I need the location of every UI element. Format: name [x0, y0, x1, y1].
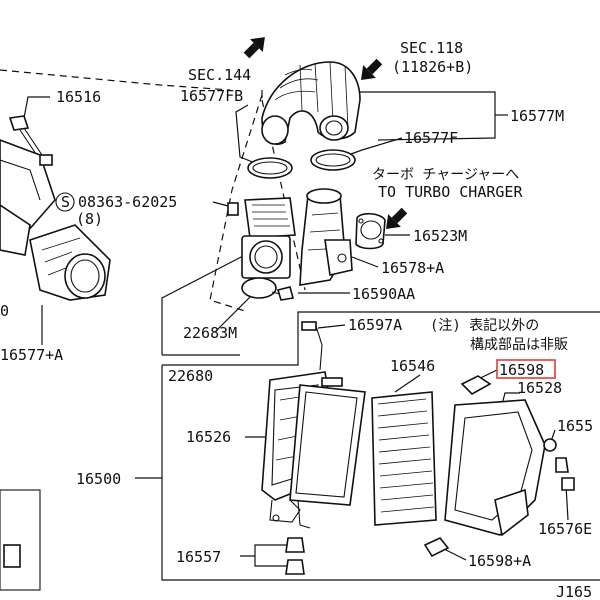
label-16546: 16546 — [390, 357, 435, 375]
arrow-sec118 — [361, 58, 383, 80]
arrows — [243, 37, 408, 229]
label-16528: 16528 — [517, 379, 562, 397]
label-bolt-code: 08363-62025 — [78, 193, 177, 211]
label-16590aa: 16590AA — [352, 285, 415, 303]
label-22683m: 22683M — [183, 324, 237, 342]
label-note-line1: (注) 表記以外の — [430, 317, 539, 334]
label-16523m: 16523M — [413, 227, 467, 245]
left-elbow-drawing — [0, 139, 111, 301]
clamps-drawing — [247, 149, 356, 179]
highlight-box-16598 — [496, 359, 556, 379]
label-16598a: 16598+A — [468, 552, 531, 570]
label-16577fb: 16577FB — [180, 87, 243, 105]
upper-intake-hose-drawing — [261, 61, 361, 145]
label-footer: J165 — [556, 583, 592, 600]
label-turbo-jp: ターボ チャージャーへ — [372, 167, 519, 183]
filter-element-drawing — [371, 391, 437, 526]
bolt-16590aa-drawing — [271, 286, 295, 301]
bolt-symbol — [55, 192, 75, 212]
inset-box — [0, 489, 41, 591]
grommets-drawing — [285, 537, 305, 575]
clip-16597a-drawing — [301, 321, 323, 371]
label-left-zero: 0 — [0, 302, 9, 320]
label-bolt-symbol: S — [61, 193, 70, 211]
label-sec118-sub: (11826+B) — [392, 58, 473, 76]
label-16598[interactable]: 16598 — [499, 361, 544, 379]
label-16577f: 16577F — [404, 129, 458, 147]
clip-16598a-drawing — [423, 537, 450, 558]
arrow-sec144 — [243, 37, 265, 59]
label-22680: 22680 — [168, 367, 213, 385]
label-1655-partial: 1655 — [557, 417, 593, 435]
label-sec118: SEC.118 — [400, 39, 463, 57]
air-cleaner-upper-case-drawing — [444, 399, 575, 537]
label-turbo-en: TO TURBO CHARGER — [378, 183, 523, 201]
label-16577m: 16577M — [510, 107, 564, 125]
turbo-duct-drawing — [299, 188, 386, 286]
label-bolt-qty: (8) — [76, 210, 103, 228]
label-16576-partial: 16576E — [538, 520, 592, 538]
label-16597a: 16597A — [348, 316, 402, 334]
label-16526: 16526 — [186, 428, 231, 446]
label-note-line2: 構成部品は非販 — [470, 337, 568, 353]
bolt-16516-drawing — [8, 115, 45, 161]
clip-16598-drawing — [460, 375, 492, 395]
air-cleaner-lower-case-drawing — [261, 371, 366, 529]
label-16577a: 16577+A — [0, 346, 63, 364]
label-16578a: 16578+A — [381, 259, 444, 277]
label-16557: 16557 — [176, 548, 221, 566]
flow-meter-drawing — [227, 197, 296, 299]
label-16500: 16500 — [76, 470, 121, 488]
arrow-turbo — [386, 207, 408, 229]
label-16516: 16516 — [56, 88, 101, 106]
label-sec144: SEC.144 — [188, 66, 251, 84]
